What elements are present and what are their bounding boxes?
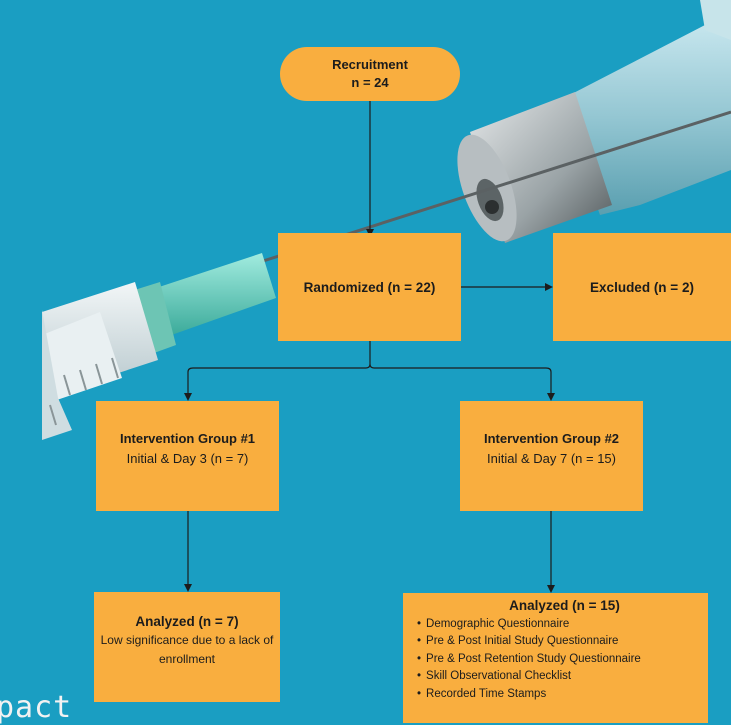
analyzed1-detail: Low significance due to a lack of enroll… bbox=[100, 633, 274, 666]
analyzed-1-node: Analyzed (n = 7) Low significance due to… bbox=[94, 592, 280, 702]
intervention-group-2-node: Intervention Group #2 Initial & Day 7 (n… bbox=[460, 401, 643, 511]
list-item: Recorded Time Stamps bbox=[417, 686, 641, 704]
analyzed1-title: Analyzed (n = 7) bbox=[135, 614, 239, 629]
recruitment-count: n = 24 bbox=[351, 75, 389, 90]
analyzed2-list: Demographic Questionnaire Pre & Post Ini… bbox=[417, 616, 641, 704]
group1-title: Intervention Group #1 bbox=[119, 431, 256, 446]
excluded-title: Excluded (n = 2) bbox=[590, 279, 694, 295]
list-item: Pre & Post Retention Study Questionnaire bbox=[417, 651, 641, 669]
list-item: Pre & Post Initial Study Questionnaire bbox=[417, 633, 641, 651]
recruitment-title: Recruitment bbox=[332, 57, 408, 72]
vial-illustration bbox=[457, 0, 731, 243]
list-item: Skill Observational Checklist bbox=[417, 668, 641, 686]
syringe-illustration bbox=[42, 253, 276, 440]
excluded-node: Excluded (n = 2) bbox=[553, 233, 731, 341]
group1-detail: Initial & Day 3 (n = 7) bbox=[126, 451, 249, 466]
intervention-group-1-node: Intervention Group #1 Initial & Day 3 (n… bbox=[96, 401, 279, 511]
group2-detail: Initial & Day 7 (n = 15) bbox=[487, 451, 616, 466]
analyzed2-title: Analyzed (n = 15) bbox=[509, 598, 620, 613]
randomized-node: Randomized (n = 22) bbox=[278, 233, 461, 341]
group2-title: Intervention Group #2 bbox=[483, 431, 620, 446]
randomized-title: Randomized (n = 22) bbox=[303, 279, 436, 295]
analyzed-2-node: Analyzed (n = 15) Demographic Questionna… bbox=[403, 593, 708, 723]
flow-connectors bbox=[187, 101, 552, 589]
list-item: Demographic Questionnaire bbox=[417, 616, 641, 634]
recruitment-node: Recruitment n = 24 bbox=[280, 47, 460, 101]
background-caption: pact bbox=[0, 690, 73, 725]
